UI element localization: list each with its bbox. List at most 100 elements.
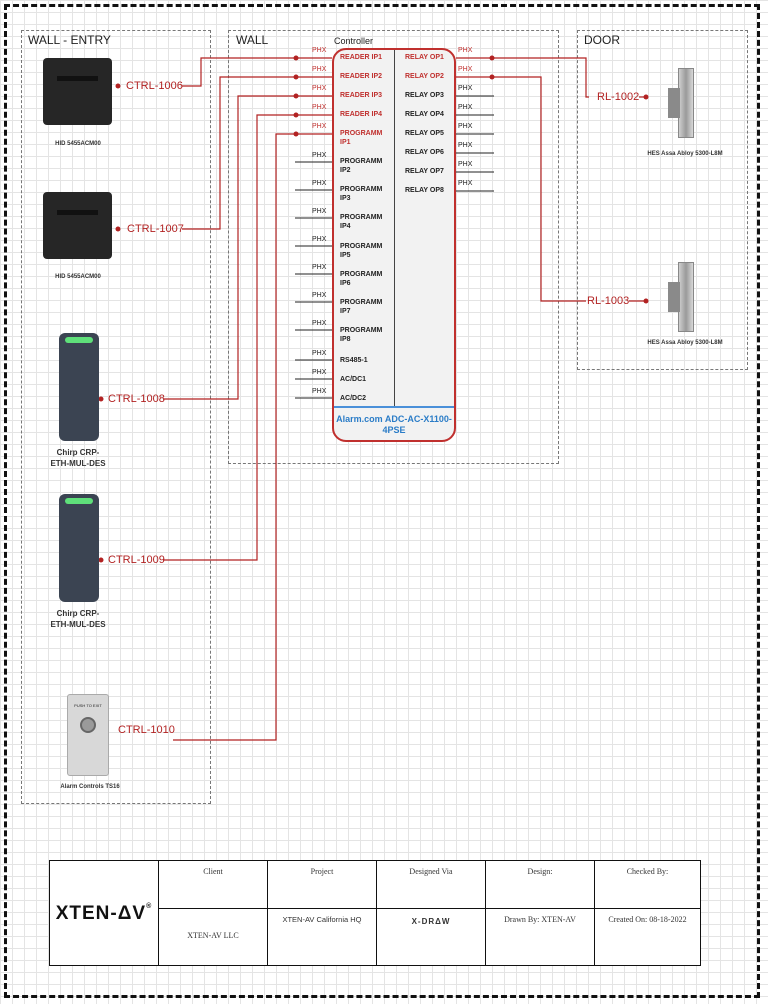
tag-ctrl-1007: CTRL-1007	[127, 223, 184, 235]
port-relay-op8: RELAY OP8	[405, 187, 444, 194]
wire-dot	[489, 74, 495, 80]
port-reader-ip1: READER IP1	[340, 54, 383, 61]
reader-led	[65, 337, 93, 343]
phx-label: PHX	[312, 180, 327, 187]
wire-dot	[98, 557, 104, 563]
port-acdc2: AC/DC2	[340, 395, 367, 402]
phx-label: PHX	[458, 66, 473, 73]
wire-ctrl-1008	[163, 95, 332, 400]
designed-via-value: X-DRΔW	[377, 909, 486, 965]
chirp-1-label: Chirp CRP-ETH-MUL-DES	[50, 448, 106, 468]
port-relay-op6: RELAY OP6	[405, 149, 444, 156]
chirp-reader-1[interactable]	[59, 333, 99, 441]
strike-face	[668, 282, 680, 312]
tag-ctrl-1006: CTRL-1006	[126, 80, 183, 92]
strike-2-label: HES Assa Abloy 5300-L8M	[647, 340, 723, 346]
design-value: Drawn By: XTEN-AV	[486, 909, 595, 965]
port-reader-ip4: READER IP4	[340, 111, 383, 118]
client-value: XTEN-AV LLC	[159, 909, 268, 965]
hid-reader-1[interactable]	[43, 58, 112, 125]
controller-divider	[394, 50, 395, 406]
designed-via-header: Designed Via	[377, 861, 486, 909]
project-value: XTEN-AV California HQ	[268, 909, 377, 965]
wire-dot	[489, 55, 495, 61]
zone-wall-entry-title: WALL - ENTRY	[28, 33, 111, 47]
tag-ctrl-1008: CTRL-1008	[108, 393, 165, 405]
controller-name: Alarm.com ADC-AC-X1100-4PSE	[336, 414, 452, 435]
phx-label: PHX	[312, 388, 327, 395]
exit-button-device[interactable]: PUSH TO EXIT	[67, 694, 109, 776]
port-relay-op5: RELAY OP5	[405, 130, 444, 137]
reader-2-label: HID 5455ACM00	[55, 274, 101, 280]
port-relay-op2: RELAY OP2	[405, 73, 444, 80]
wire-dot	[98, 396, 104, 402]
xten-av-logo: XTEN-ΔV®	[50, 861, 159, 965]
controller-footer-line	[334, 406, 454, 408]
hid-reader-2[interactable]	[43, 192, 112, 259]
port-relay-op4: RELAY OP4	[405, 111, 444, 118]
project-header: Project	[268, 861, 377, 909]
wire-dot	[293, 112, 299, 118]
zone-door-title: DOOR	[584, 33, 620, 47]
checked-header: Checked By:	[595, 861, 700, 909]
phx-label: PHX	[312, 292, 327, 299]
checked-value: Created On: 08-18-2022	[608, 915, 687, 924]
door-strike-1[interactable]	[664, 68, 704, 138]
wire-dot	[643, 298, 649, 304]
zone-wall-title: WALL	[236, 33, 269, 47]
wire-ctrl-1007	[182, 76, 332, 230]
phx-label: PHX	[312, 320, 327, 327]
phx-label: PHX	[312, 104, 327, 111]
page-border	[4, 4, 760, 998]
port-programm-ip7: PROGRAMM IP7	[340, 299, 383, 315]
phx-label: PHX	[458, 123, 473, 130]
wire-rl-1003	[456, 76, 586, 302]
client-header: Client	[159, 861, 268, 909]
wire-dot	[115, 83, 121, 89]
port-relay-op3: RELAY OP3	[405, 92, 444, 99]
wire-ctrl-1006	[182, 57, 332, 87]
port-reader-ip3: READER IP3	[340, 92, 383, 99]
phx-label: PHX	[312, 350, 327, 357]
chirp-reader-2[interactable]	[59, 494, 99, 602]
wire-ctrl-1009	[163, 114, 332, 561]
port-programm-ip6: PROGRAMM IP6	[340, 271, 383, 287]
phx-label: PHX	[312, 66, 327, 73]
port-rs485-1: RS485-1	[340, 357, 368, 364]
phx-label: PHX	[458, 180, 473, 187]
phx-label: PHX	[312, 208, 327, 215]
port-reader-ip2: READER IP2	[340, 73, 383, 80]
wire-dot	[115, 226, 121, 232]
reader-stripe	[56, 76, 99, 81]
port-programm-ip8: PROGRAMM IP8	[340, 327, 383, 343]
tag-rl-1002: RL-1002	[597, 91, 640, 103]
title-block: XTEN-ΔV® Client Project Designed Via Des…	[49, 860, 701, 966]
strike-1-label: HES Assa Abloy 5300-L8M	[647, 151, 723, 157]
strike-body	[678, 262, 694, 332]
chirp-2-label: Chirp CRP-ETH-MUL-DES	[50, 609, 106, 629]
zone-door	[577, 30, 748, 370]
port-relay-op1: RELAY OP1	[405, 54, 444, 61]
wire-ctrl-1010	[173, 133, 332, 741]
wire-rl-1002	[456, 57, 589, 98]
strike-face	[668, 88, 680, 118]
port-acdc1: AC/DC1	[340, 376, 367, 383]
door-strike-2[interactable]	[664, 262, 704, 332]
push-button-icon	[80, 717, 96, 733]
reader-stripe	[56, 210, 99, 215]
phx-label: PHX	[312, 264, 327, 271]
wire-dot	[643, 94, 649, 100]
tag-rl-1003: RL-1003	[587, 295, 630, 307]
reader-led	[65, 498, 93, 504]
phx-label: PHX	[458, 142, 473, 149]
controller-header: Controller	[334, 36, 374, 46]
port-programm-ip4: PROGRAMM IP4	[340, 214, 383, 230]
port-programm-ip3: PROGRAMM IP3	[340, 186, 383, 202]
phx-label: PHX	[312, 123, 327, 130]
phx-label: PHX	[312, 47, 327, 54]
wire-dot	[293, 131, 299, 137]
phx-label: PHX	[458, 161, 473, 168]
strike-body	[678, 68, 694, 138]
phx-label: PHX	[312, 369, 327, 376]
